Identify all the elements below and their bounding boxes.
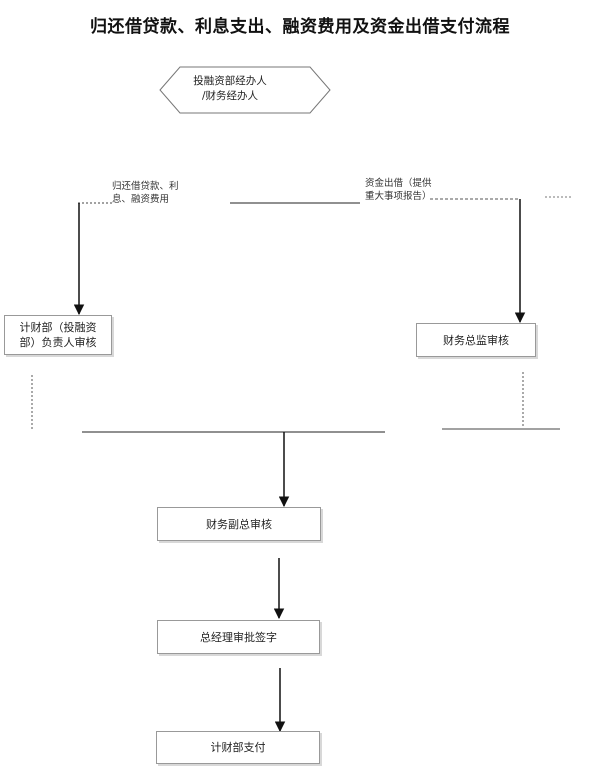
left-branch-label-line1: 归还借贷款、利 [112,181,179,192]
right-branch-label-line2: 重大事项报告） [365,191,432,202]
left-branch-label-line2: 息、融资费用 [112,194,170,205]
right-review-text: 财务总监审核 [443,333,509,347]
start-node-text: 投融资部经办人 /财务经办人 [175,74,285,104]
left-branch-label: 归还借贷款、利 息、融资费用 [112,180,179,206]
page-title: 归还借贷款、利息支出、融资费用及资金出借支付流程 [90,17,510,37]
start-line1: 投融资部经办人 [193,75,267,87]
left-review-node: 计财部（投融资 部）负责人审核 [4,315,112,355]
left-review-line1: 计财部（投融资 [19,321,97,334]
left-review-line2: 部）负责人审核 [19,336,97,349]
right-review-node: 财务总监审核 [416,323,536,357]
right-branch-label: 资金出借（提供 重大事项报告） [365,177,432,203]
payment-node: 计财部支付 [156,731,320,764]
start-line2: /财务经办人 [201,90,259,102]
start-hexagon [159,66,331,114]
gm-approve-text: 总经理审批签字 [200,630,277,644]
vice-review-node: 财务副总审核 [157,507,321,541]
payment-text: 计财部支付 [210,741,266,754]
right-branch-label-line1: 资金出借（提供 [365,178,432,189]
gm-approve-node: 总经理审批签字 [157,620,320,654]
vice-review-text: 财务副总审核 [206,517,272,531]
